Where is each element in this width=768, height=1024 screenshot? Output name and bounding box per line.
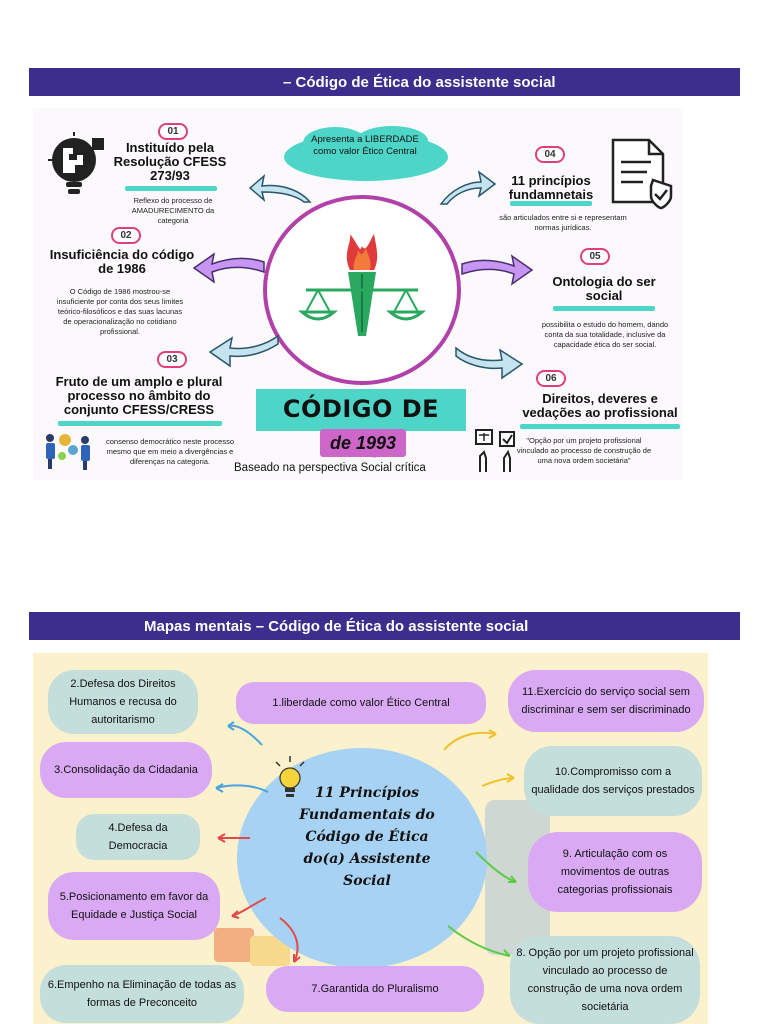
principle-1: 1.liberdade como valor Ético Central: [236, 682, 486, 724]
principle-1-text: 1.liberdade como valor Ético Central: [272, 697, 450, 709]
item-03-description: consenso democrático neste processo mesm…: [106, 437, 234, 466]
bottom-banner: Mapas mentais – Código de Ética do assis…: [29, 612, 740, 640]
principle-11: 11.Exercício do serviço social sem discr…: [508, 670, 704, 732]
arrow-to-cloud-left: [248, 174, 312, 203]
item-04-number: 04: [535, 146, 565, 163]
item-06-number: 06: [536, 370, 566, 387]
arrow-to-item-05: [461, 254, 534, 286]
lightbulb-icon: [275, 756, 305, 797]
liberdade-cloud-text: Apresenta a LIBERDADE como valor Ético C…: [311, 134, 419, 157]
principle-3-text: 3.Consolidação da Cidadania: [54, 764, 198, 776]
item-03-title: Fruto de um amplo e plural processo no â…: [55, 374, 223, 417]
principle-7: 7.Garantida do Pluralismo: [266, 966, 484, 1012]
main-subtitle: Baseado na perspectiva Social crítica: [234, 462, 426, 474]
item-05-title: Ontologia do ser social: [552, 274, 656, 303]
principle-4-text: 4.Defesa da Democracia: [108, 822, 168, 852]
principle-4: 4.Defesa da Democracia: [76, 814, 200, 860]
principle-5: 5.Posicionamento em favor da Equidade e …: [48, 872, 220, 940]
principle-7-text: 7.Garantida do Pluralismo: [311, 983, 439, 995]
principle-6-text: 6.Empenho na Eliminação de todas as form…: [47, 979, 237, 1009]
top-banner-title: – Código de Ética do assistente social: [283, 73, 556, 91]
item-06-title: Direitos, deveres e vedações ao profissi…: [522, 391, 678, 420]
center-ellipse: [237, 748, 487, 968]
principle-8-text: 8. Opção por um projeto profissional vin…: [516, 947, 694, 1013]
item-04-description: são articulados entre si e representam n…: [499, 213, 627, 232]
item-04-title: 11 princípios fundamnetais: [508, 173, 594, 202]
item-05-underline: [553, 306, 655, 311]
principle-9: 9. Articulação com os movimentos de outr…: [528, 832, 702, 912]
liberdade-cloud-shape: [284, 126, 448, 181]
arrow-to-item-02: [192, 252, 265, 284]
teamwork-people-icon: [46, 434, 90, 470]
bottom-banner-title: Mapas mentais – Código de Ética do assis…: [144, 617, 529, 635]
main-year: de 1993: [320, 429, 406, 457]
item-04-underline: [510, 201, 592, 206]
item-02-description: O Código de 1986 mostrou-se insuficiente…: [56, 287, 184, 336]
principle-5-text: 5.Posicionamento em favor da Equidade e …: [59, 891, 209, 921]
item-05-description: possibilita o estudo do homem, dando con…: [541, 320, 669, 349]
item-01-underline: [125, 186, 217, 191]
arrow-to-item-04: [439, 170, 497, 205]
arrow-to-item-06: [455, 346, 524, 380]
item-03-number: 03: [157, 351, 187, 368]
principle-11-text: 11.Exercício do serviço social sem discr…: [521, 686, 691, 716]
item-01-title: Instituído pela Resolução CFESS 273/93: [113, 140, 227, 183]
principle-3: 3.Consolidação da Cidadania: [40, 742, 212, 798]
item-02-number: 02: [111, 227, 141, 244]
top-banner: – Código de Ética do assistente social: [29, 68, 740, 96]
principle-2-text: 2.Defesa dos Direitos Humanos e recusa d…: [69, 678, 177, 726]
document-shield-icon: [611, 138, 673, 210]
item-03-underline: [58, 421, 222, 426]
chat-bubble-decoration: [214, 928, 254, 962]
item-01-number: 01: [158, 123, 188, 140]
principle-2: 2.Defesa dos Direitos Humanos e recusa d…: [48, 670, 198, 734]
arrow-to-item-03: [208, 334, 279, 368]
principle-9-text: 9. Articulação com os movimentos de outr…: [557, 848, 673, 896]
principle-8: 8. Opção por um projeto profissional vin…: [510, 936, 700, 1024]
item-06-description: "Opção por um projeto profissional vincu…: [516, 436, 652, 465]
item-01-description: Reflexo do processo de AMADURECIMENTO da…: [131, 196, 215, 225]
lightbulb-puzzle-icon: [48, 132, 104, 194]
principle-6: 6.Empenho na Eliminação de todas as form…: [40, 965, 244, 1023]
item-05-number: 05: [580, 248, 610, 265]
principle-10-text: 10.Compromisso com a qualidade dos servi…: [531, 766, 695, 796]
torch-scales-icon: [298, 234, 426, 336]
principle-10: 10.Compromisso com a qualidade dos servi…: [524, 746, 702, 816]
item-06-underline: [520, 424, 680, 429]
center-title: 11 Princípios Fundamentais do Código de …: [299, 785, 435, 889]
justice-voting-icon: [475, 429, 515, 472]
item-02-title: Insuficiência do código de 1986: [49, 247, 195, 276]
